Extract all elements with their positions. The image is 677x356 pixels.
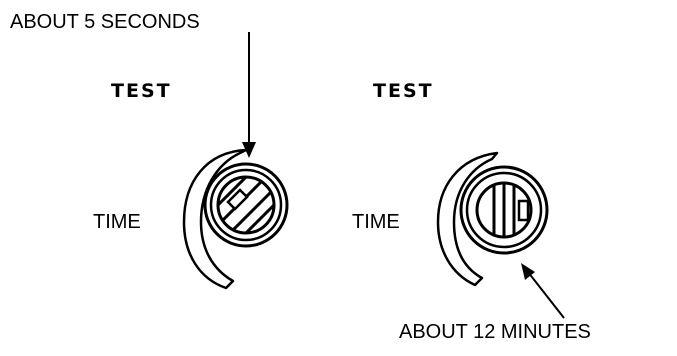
arrow-left bbox=[242, 32, 256, 158]
arrow-right bbox=[521, 263, 564, 318]
time-knob-left bbox=[205, 164, 287, 246]
time-knob-right bbox=[461, 167, 547, 253]
